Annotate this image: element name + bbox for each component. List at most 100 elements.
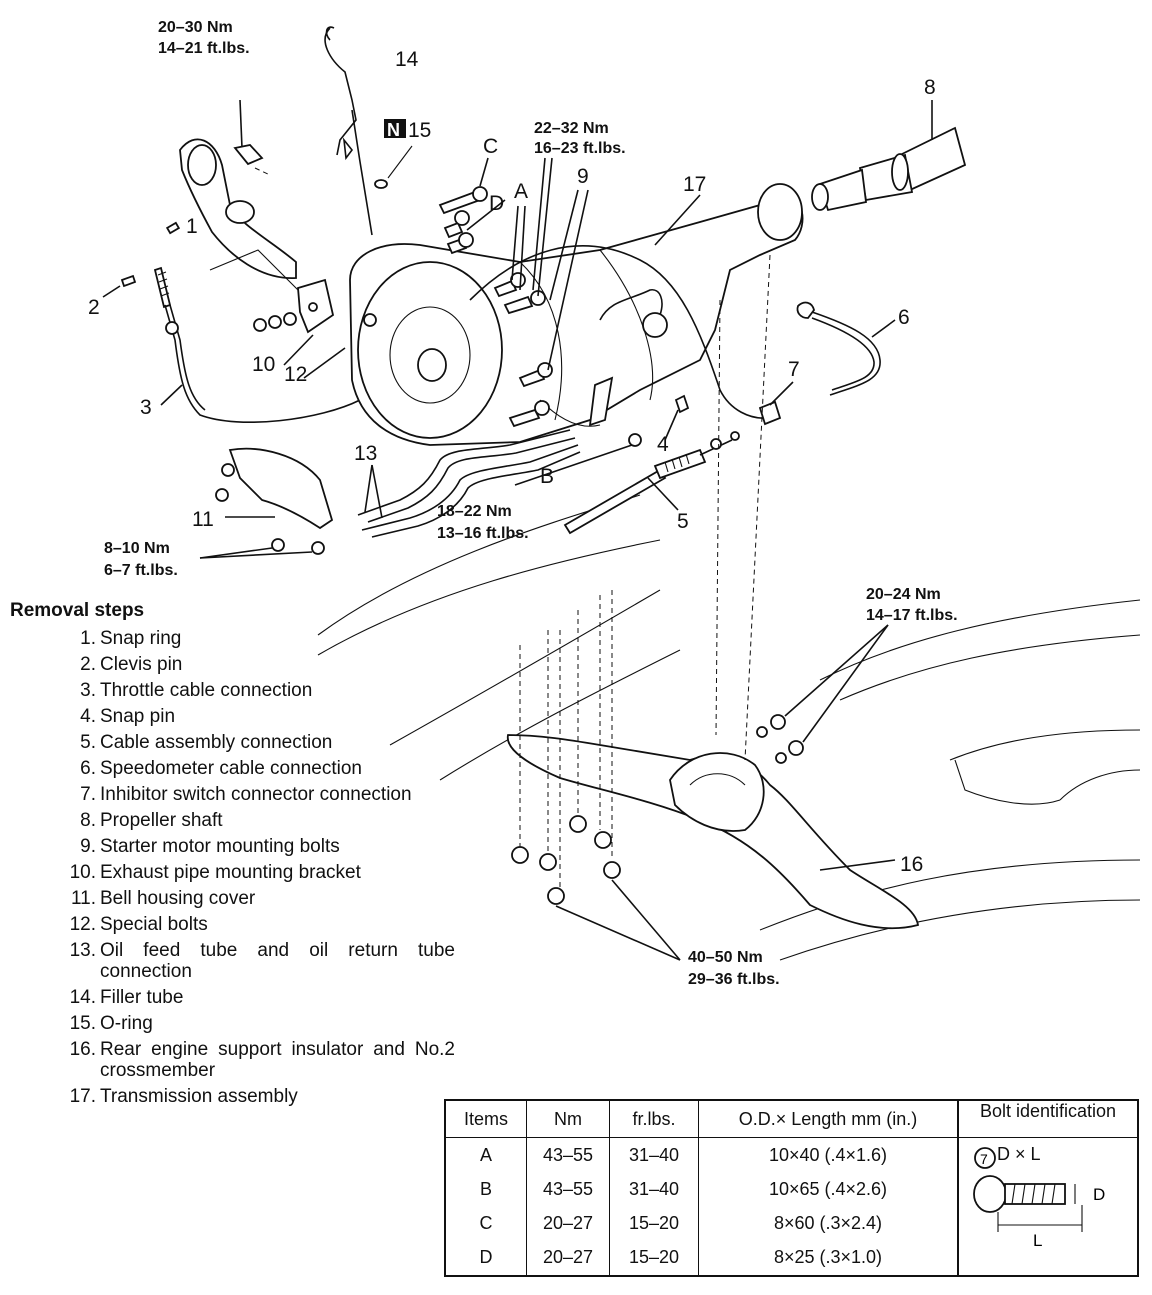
torque-2-ft: 16–23 ft.lbs.	[534, 140, 626, 157]
list-item: 16.Rear engine support insulator and No.…	[10, 1039, 455, 1081]
torque-4-ft: 6–7 ft.lbs.	[104, 562, 178, 579]
table-cell: 10×65 (.4×2.6)	[698, 1172, 958, 1207]
torque-2-nm: 22–32 Nm	[534, 120, 609, 137]
filler-tube	[324, 26, 413, 236]
step-number: 3.	[80, 680, 96, 701]
table-cell: 43–55	[526, 1137, 610, 1173]
list-item: 9.Starter motor mounting bolts	[10, 836, 455, 857]
step-text: Inhibitor switch connector connection	[100, 784, 412, 805]
step-number: 9.	[80, 836, 96, 857]
step-text: Snap pin	[100, 706, 176, 727]
callout-5: 5	[677, 510, 689, 533]
table-cell: 43–55	[526, 1172, 610, 1207]
callout-17: 17	[683, 173, 706, 196]
torque-6-nm: 40–50 Nm	[688, 949, 763, 966]
header-od-length: O.D.× Length mm (in.)	[698, 1100, 958, 1138]
callout-12: 12	[284, 363, 307, 386]
torque-4-nm: 8–10 Nm	[104, 540, 170, 557]
step-number: 12.	[69, 914, 96, 935]
step-number: 1.	[80, 628, 96, 649]
step-number: 8.	[80, 810, 96, 831]
torque-5-nm: 20–24 Nm	[866, 586, 941, 603]
step-number: 2.	[80, 654, 96, 675]
callout-b: B	[540, 465, 554, 488]
callout-14: 14	[395, 48, 419, 71]
table-cell: 10×40 (.4×1.6)	[698, 1137, 958, 1173]
callout-2: 2	[88, 296, 100, 319]
step-text: Rear engine support insulator and No.2 c…	[100, 1039, 455, 1081]
step-text: Snap ring	[100, 628, 182, 649]
torque-specs: 20–30 Nm 14–21 ft.lbs. 22–32 Nm 16–23 ft…	[104, 19, 958, 988]
header-ftlbs: fr.lbs.	[609, 1100, 699, 1138]
exhaust-pipe	[179, 138, 335, 334]
transmission-assembly	[349, 183, 804, 446]
table-cell: 20–27	[526, 1240, 610, 1276]
bolt-id-formula: D × L	[997, 1144, 1041, 1164]
step-text: Transmission assembly	[100, 1086, 298, 1107]
callout-15: 15	[408, 119, 431, 142]
table-cell: 8×60 (.3×2.4)	[698, 1206, 958, 1241]
step-number: 5.	[80, 732, 96, 753]
torque-1-nm: 20–30 Nm	[158, 19, 233, 36]
speedometer-cable	[796, 301, 896, 396]
torque-3-nm: 18–22 Nm	[437, 503, 512, 520]
header-items: Items	[445, 1100, 527, 1138]
step-text: Clevis pin	[100, 654, 183, 675]
torque-3-ft: 13–16 ft.lbs.	[437, 525, 529, 542]
step-text: Throttle cable connection	[100, 680, 313, 701]
list-item: 10.Exhaust pipe mounting bracket	[10, 862, 455, 883]
callout-13: 13	[354, 442, 377, 465]
step-text: Starter motor mounting bolts	[100, 836, 340, 857]
step-number: 10.	[69, 862, 96, 883]
step-text: Bell housing cover	[100, 888, 256, 909]
step-text: O-ring	[100, 1013, 153, 1034]
step-text: Oil feed tube and oil return tube connec…	[100, 940, 455, 982]
n-mark-box	[384, 119, 406, 138]
step-text: Speedometer cable connection	[100, 758, 362, 779]
step-number: 17.	[69, 1086, 96, 1107]
list-item: 2.Clevis pin	[10, 654, 455, 675]
step-number: 11.	[70, 888, 96, 909]
callout-1: 1	[186, 215, 198, 238]
list-item: 1.Snap ring	[10, 628, 455, 649]
table-header-row: Items Nm fr.lbs. O.D.× Length mm (in.) B…	[445, 1100, 1138, 1138]
bolt-id-cell: 7D × L	[957, 1137, 1138, 1276]
list-item: 7.Inhibitor switch connector connection	[10, 784, 455, 805]
table-cell: 20–27	[526, 1206, 610, 1241]
callout-a: A	[514, 180, 528, 203]
bolt-id-formula-row: 7D × L	[963, 1138, 1133, 1165]
callout-d: D	[489, 192, 504, 215]
n-mark: N	[387, 120, 400, 140]
list-item: 11.Bell housing cover	[10, 888, 455, 909]
step-number: 15.	[69, 1013, 96, 1034]
mounting-bolts	[233, 99, 589, 428]
torque-1-ft: 14–21 ft.lbs.	[158, 40, 250, 57]
torque-5-ft: 14–17 ft.lbs.	[866, 607, 958, 624]
callout-3: 3	[140, 396, 152, 419]
list-item: 6.Speedometer cable connection	[10, 758, 455, 779]
step-number: 16.	[69, 1039, 96, 1060]
list-item: 15.O-ring	[10, 1013, 455, 1034]
callout-4: 4	[657, 433, 669, 456]
step-text: Exhaust pipe mounting bracket	[100, 862, 361, 883]
snap-ring-and-clevis	[102, 221, 181, 309]
bell-housing-cover	[199, 447, 334, 559]
table-cell: 8×25 (.3×1.0)	[698, 1240, 958, 1276]
list-item: 13.Oil feed tube and oil return tube con…	[10, 940, 455, 982]
step-number: 13.	[69, 940, 96, 961]
header-nm: Nm	[526, 1100, 610, 1138]
callout-11: 11	[192, 508, 214, 531]
list-item: 3.Throttle cable connection	[10, 680, 455, 701]
table-cell: C	[479, 1213, 493, 1234]
table-cell: 31–40	[609, 1172, 699, 1207]
bolt-spec-table: Items Nm fr.lbs. O.D.× Length mm (in.) B…	[444, 1099, 1139, 1277]
callout-9: 9	[577, 165, 589, 188]
oil-tubes	[357, 429, 581, 538]
step-number: 7.	[80, 784, 96, 805]
